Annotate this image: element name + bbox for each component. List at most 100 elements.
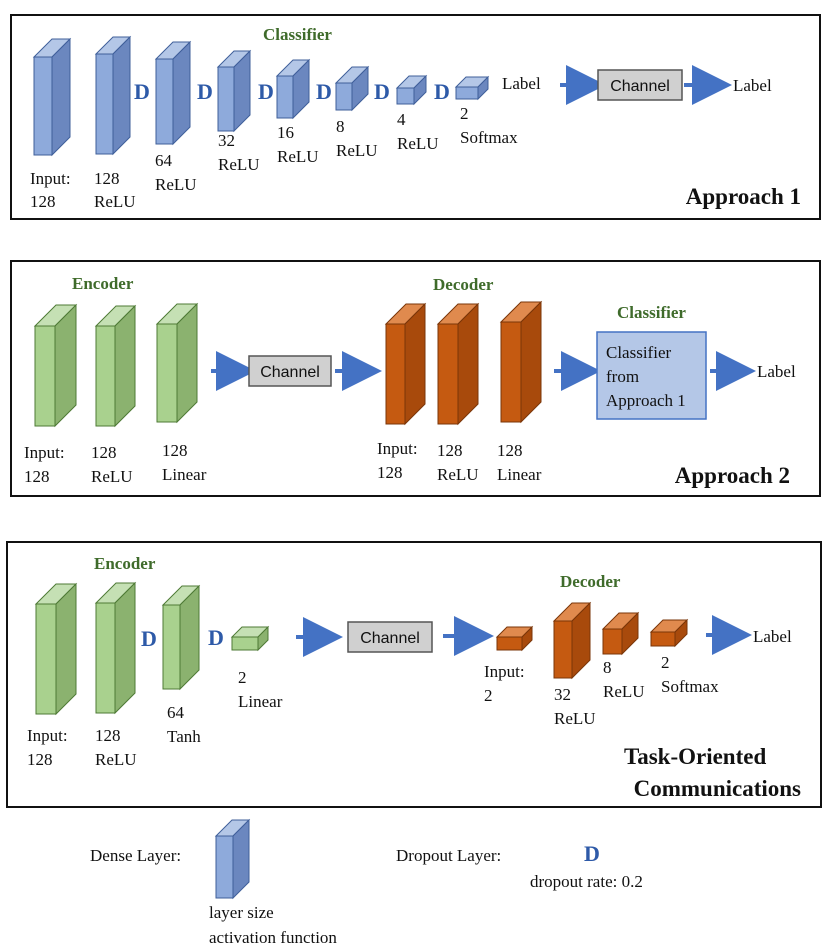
approach1-dropout-3: D [258,79,274,104]
approach1-dense-layer-6-front [335,82,353,111]
approach1-channel-label: Channel [610,78,670,95]
approach2-dense-layer-4-side [404,302,426,426]
approach2-dense-layer-2-side [114,304,136,428]
task-dense-layer-6 [552,601,592,680]
approach1-layer1-label: 128 ReLU [94,169,136,211]
task-dec-layer3-label: 8 ReLU [603,658,645,701]
approach1-layers [32,35,490,157]
approach1-input-label: Input: 128 [30,169,75,211]
legend-dense-label: Dense Layer: [90,846,181,865]
legend-dense-caption: layer size activation function [209,903,337,947]
task-label-out: Label [753,627,792,646]
legend-dropout-icon: D [584,841,600,866]
task-dense-layer-2 [94,581,137,715]
approach2-title: Approach 2 [675,463,790,488]
approach1-dense-layer-2 [94,35,132,156]
approach2-enc-layer3-label: 128 Linear [162,441,207,484]
approach1-layer4-label: 16 ReLU [277,123,319,166]
approach2-channel-box [248,355,332,387]
approach2-dense-layer-2-front [95,325,116,427]
approach1-dense-layer-1-front [33,56,53,156]
task-channel-label: Channel [360,630,420,647]
approach1-dropout-6: D [434,79,450,104]
approach2-dense-layer-3-side [176,302,198,424]
approach1-label-out: Label [733,76,772,95]
approach1-dense-layer-5 [275,58,311,120]
approach1-dropout-2: D [197,79,213,104]
approach1-dense-layer-2-side [112,35,131,156]
approach1-dense-layer-4 [216,49,252,133]
task-dec-layer4-label: 2 Softmax [661,653,719,696]
approach2-dense-layer-1 [33,303,78,428]
approach1-dense-layer-7-front [396,87,415,105]
approach1-dense-layer-3 [154,40,192,146]
approach2-enc-layer1-label: Input: 128 [24,443,69,486]
approach1-classifier-header: Classifier [263,25,332,44]
approach2-decoder-header: Decoder [433,275,494,294]
task-dense-layer-2-front [95,602,116,714]
task-enc-layer4-label: 2 Linear [238,668,283,711]
approach2-classifier-box [596,331,707,420]
approach2-dense-layer-1-front [34,325,56,427]
approach1-dense-layer-7 [395,74,428,106]
task-dense-layer-4 [230,625,270,652]
task-dec-layer2-label: 32 ReLU [554,685,596,728]
approach1-dense-layer-2-front [95,53,114,155]
approach2-label-out: Label [757,362,796,381]
approach2-dec-layer2-label: 128 ReLU [437,441,479,484]
approach1-dense-layer-6 [334,65,370,112]
approach2-classifier-header: Classifier [617,303,686,322]
task-dense-layer-3-front [162,604,181,690]
approach1-dense-layer-3-front [155,58,174,145]
approach1-dense-layer-5-front [276,75,294,119]
approach2-dense-layer-5-side [457,302,479,426]
task-dense-layer-8 [649,618,689,648]
approach1-dropout-1: D [134,79,150,104]
approach1-dense-layer-3-side [172,40,191,146]
task-enc-layer3-label: 64 Tanh [167,703,201,746]
approach2-dec-layer3-label: 128 Linear [497,441,542,484]
approach1-dense-layer-1-side [51,37,71,157]
approach1-layer5-label: 8 ReLU [336,117,378,160]
approach1-channel-box [597,69,683,101]
task-dense-layer-1-front [35,603,57,715]
approach2-dense-layer-6-side [520,300,542,424]
task-dense-layer-2-side [114,581,136,715]
task-decoder-header: Decoder [560,572,621,591]
task-dense-layer-7-front [602,628,623,655]
approach2-dense-layer-4 [384,302,427,426]
approach2-layers [33,300,543,428]
legend-dropout-rate: dropout rate: 0.2 [530,872,643,891]
task-dense-layer-5-front [496,636,523,651]
approach1-dropout-4: D [316,79,332,104]
approach2-dense-layer-5 [436,302,480,426]
task-layers [34,581,689,716]
approach2-channel-label: Channel [260,364,320,381]
approach1-layer3-label: 32 ReLU [218,131,260,174]
approach1-dense-layer-8-front [455,86,479,100]
legend-dropout-label: Dropout Layer: [396,846,501,865]
approach1-label-in: Label [502,74,541,93]
approach2-dense-layer-1-side [54,303,77,428]
approach1-title: Approach 1 [686,184,801,209]
task-title: Task-Oriented Communications [624,744,801,801]
approach2-dense-layer-6-front [500,321,522,423]
approach1-dense-layer-1 [32,37,72,157]
approach2-dense-layer-5-front [437,323,459,425]
task-dense-layer-3-side [179,584,200,691]
approach1-layer2-label: 64 ReLU [155,151,197,194]
task-oriented-frame [6,541,822,808]
task-dense-layer-8-front [650,631,676,647]
task-dense-layer-5 [495,625,534,652]
approach2-encoder-header: Encoder [72,274,134,293]
legend-dense-layer-front [215,835,234,899]
task-dropout-1: D [141,626,157,651]
approach2-classifier-box-text: Classifier from Approach 1 [606,343,686,410]
task-channel-box [347,621,433,653]
legend-dense-icon [214,818,251,900]
task-dense-layer-1-side [55,582,77,716]
approach2-dense-layer-2 [94,304,137,428]
approach2-dense-layer-6 [499,300,543,424]
task-dropout-2: D [208,625,224,650]
